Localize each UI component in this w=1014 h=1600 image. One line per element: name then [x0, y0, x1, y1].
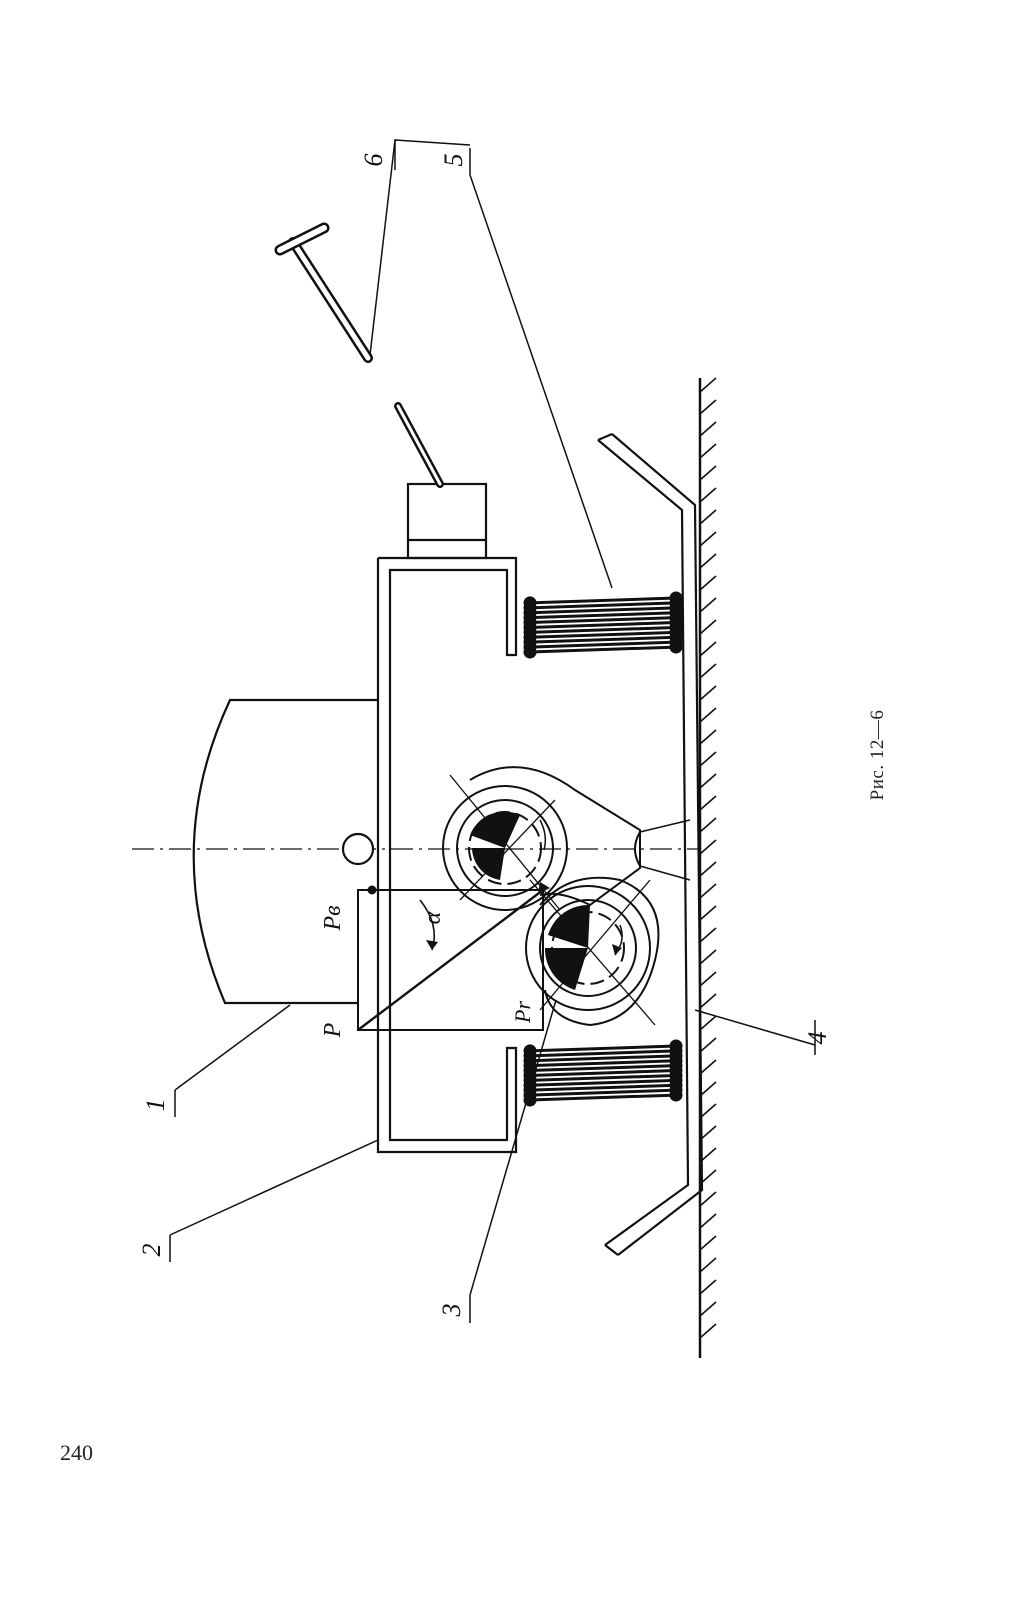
spring-coil	[529, 621, 677, 629]
ground-hatch-line	[699, 883, 717, 899]
ground-hatch-line	[699, 707, 717, 723]
spring-coil	[529, 640, 677, 649]
spring-coil	[529, 1049, 677, 1058]
spring-coil	[529, 1093, 677, 1102]
spring-coil	[529, 601, 677, 610]
ground	[698, 377, 717, 1358]
ground-hatch-line	[699, 531, 717, 547]
page-number: 240	[60, 1440, 93, 1465]
ground-hatch-line	[699, 971, 717, 987]
spring-coil-end	[669, 1088, 683, 1102]
ground-hatch-line	[699, 1257, 717, 1273]
label-4: 4	[803, 1032, 832, 1045]
spring-coil	[529, 596, 677, 605]
ground-hatch-line	[699, 773, 717, 789]
ground-hatch-line	[699, 993, 717, 1009]
leader-lines	[169, 139, 816, 1323]
label-1: 1	[141, 1099, 170, 1112]
spring-coil	[529, 1073, 677, 1082]
pivot-circle	[341, 832, 375, 866]
ground-hatch-line	[699, 1213, 717, 1229]
spring-coil	[529, 1059, 677, 1068]
spring-coil	[529, 1078, 677, 1087]
spring-coil-end	[523, 645, 537, 659]
ground-hatch-line	[699, 619, 717, 635]
spring-coil	[529, 616, 677, 625]
spring-coil	[529, 611, 677, 620]
ground-hatch-line	[699, 685, 717, 701]
label-6: 6	[359, 154, 388, 167]
spring-coil	[529, 635, 677, 644]
spring-coil	[529, 1088, 677, 1097]
ground-hatch-line	[699, 1125, 717, 1141]
base-frame	[597, 432, 704, 1256]
label-3: 3	[437, 1304, 466, 1318]
label-pr: Pr	[510, 1001, 535, 1024]
handle	[274, 222, 373, 363]
spring-coil	[529, 1054, 677, 1063]
ground-hatch-line	[699, 1059, 717, 1075]
ground-hatch-line	[699, 751, 717, 767]
ground-hatch-line	[699, 1235, 717, 1251]
ground-hatch-line	[699, 465, 717, 481]
spring-coil	[529, 630, 677, 639]
ground-hatch-line	[699, 839, 717, 855]
ground-hatch-line	[699, 817, 717, 833]
ground-hatch-line	[699, 377, 717, 393]
ground-hatch-line	[699, 553, 717, 569]
ground-hatch-line	[699, 905, 717, 921]
ground-hatch-line	[699, 575, 717, 591]
spring-coil	[529, 1064, 677, 1073]
caption-text: Рис. 12—6	[867, 709, 888, 801]
force-diagram	[357, 882, 550, 1031]
ground-hatch-line	[699, 927, 717, 943]
ground-hatch-line	[699, 487, 717, 503]
cam-assembly	[442, 766, 691, 1027]
ground-hatch-line	[699, 509, 717, 525]
spring-coil	[529, 645, 677, 654]
ground-hatch-line	[699, 443, 717, 459]
spring-lower	[523, 1039, 683, 1107]
ground-hatch-line	[699, 1301, 717, 1317]
ground-hatch-line	[699, 729, 717, 745]
figure-caption: Рис. 12—6	[858, 690, 898, 820]
label-5: 5	[439, 154, 468, 167]
label-pb: Pв	[320, 905, 346, 931]
ground-hatch-line	[699, 1323, 717, 1339]
ground-hatch-line	[699, 597, 717, 613]
label-p: P	[320, 1022, 346, 1038]
spring-coil	[529, 606, 677, 615]
ground-hatch-line	[699, 1279, 717, 1295]
spring-coil-end	[669, 640, 683, 654]
cylinder-block	[394, 402, 488, 560]
ground-hatch-line	[699, 1103, 717, 1119]
label-2: 2	[137, 1244, 166, 1257]
ground-hatch-line	[699, 399, 717, 415]
ground-hatch-line	[699, 663, 717, 679]
housing	[376, 556, 518, 1154]
ground-hatch-line	[699, 1191, 717, 1207]
label-alpha: α	[420, 911, 446, 924]
ground-hatch-line	[699, 1081, 717, 1097]
ground-hatch-line	[699, 1015, 717, 1031]
spring-upper	[523, 591, 683, 659]
ground-hatch-line	[699, 421, 717, 437]
ground-hatch-line	[699, 795, 717, 811]
ground-hatch-line	[699, 949, 717, 965]
dome	[192, 698, 378, 1005]
ground-hatch-line	[699, 861, 717, 877]
spring-coil	[529, 1069, 677, 1077]
spring-coil	[529, 1044, 677, 1053]
ground-hatch-line	[699, 641, 717, 657]
spring-coil	[529, 625, 677, 634]
spring-coil	[529, 1083, 677, 1092]
ground-hatch-line	[699, 1037, 717, 1053]
